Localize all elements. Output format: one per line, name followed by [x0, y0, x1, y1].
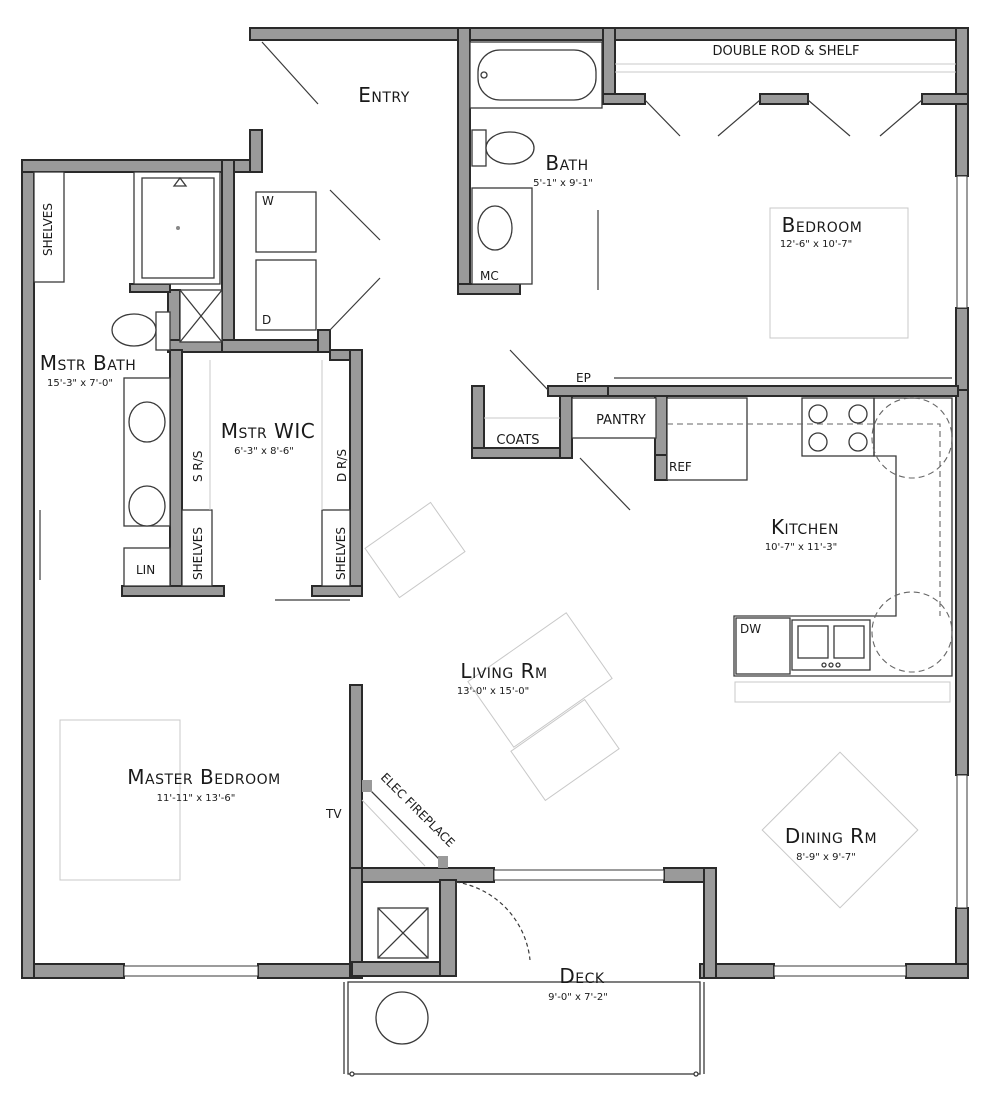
- room-name-bedroom: Bedroom: [782, 213, 863, 237]
- room-name-deck: Deck: [559, 964, 605, 988]
- room-name-mstr-wic: Mstr WIC: [221, 419, 315, 443]
- shelves-label-wic-right: SHELVES: [334, 527, 348, 580]
- coats-label: COATS: [496, 433, 539, 448]
- dw-label: DW: [740, 622, 761, 636]
- mc-label: MC: [480, 269, 499, 283]
- room-name-dining: Dining Rm: [785, 824, 877, 848]
- room-name-entry: Entry: [358, 83, 410, 107]
- room-labels: Entry Bath 5'-1" x 9'-1" Bedroom 12'-6" …: [40, 83, 877, 1003]
- room-name-living: Living Rm: [460, 659, 547, 683]
- room-dims-mstr-wic: 6'-3" x 8'-6": [234, 446, 294, 457]
- room-name-master-bedroom: Master Bedroom: [127, 765, 280, 789]
- s-rs-label: S R/S: [191, 451, 205, 482]
- shelves-label-wic-left: SHELVES: [191, 527, 205, 580]
- doors: [39, 41, 952, 970]
- room-dims-living: 13'-0" x 15'-0": [457, 686, 529, 697]
- double-rod-label: DOUBLE ROD & SHELF: [713, 44, 860, 59]
- d-rs-label: D R/S: [335, 449, 349, 482]
- room-name-bath: Bath: [545, 151, 588, 175]
- fixtures: [33, 41, 956, 1077]
- lin-label: LIN: [136, 563, 155, 577]
- room-name-kitchen: Kitchen: [771, 515, 839, 539]
- shelves-label-bath: SHELVES: [41, 203, 55, 256]
- room-dims-mstr-bath: 15'-3" x 7'-0": [47, 378, 113, 389]
- walls: [21, 27, 969, 979]
- tv-label: TV: [325, 807, 342, 821]
- shower-head-icon: [172, 176, 188, 187]
- ep-label: EP: [576, 371, 591, 385]
- room-dims-bath: 5'-1" x 9'-1": [533, 178, 593, 189]
- room-dims-bedroom: 12'-6" x 10'-7": [780, 239, 852, 250]
- furniture-ghosts: [59, 207, 951, 909]
- room-dims-deck: 9'-0" x 7'-2": [548, 992, 608, 1003]
- room-dims-dining: 8'-9" x 9'-7": [796, 852, 856, 863]
- washer-label: W: [262, 194, 274, 208]
- room-dims-kitchen: 10'-7" x 11'-3": [765, 542, 837, 553]
- windows: [123, 175, 968, 977]
- shower-drain-icon: [176, 226, 180, 230]
- ref-label: REF: [669, 460, 692, 474]
- room-name-mstr-bath: Mstr Bath: [40, 351, 137, 375]
- pantry-label: PANTRY: [596, 413, 646, 428]
- room-dims-master-bedroom: 11'-11" x 13'-6": [157, 793, 236, 804]
- dryer-label: D: [262, 313, 271, 327]
